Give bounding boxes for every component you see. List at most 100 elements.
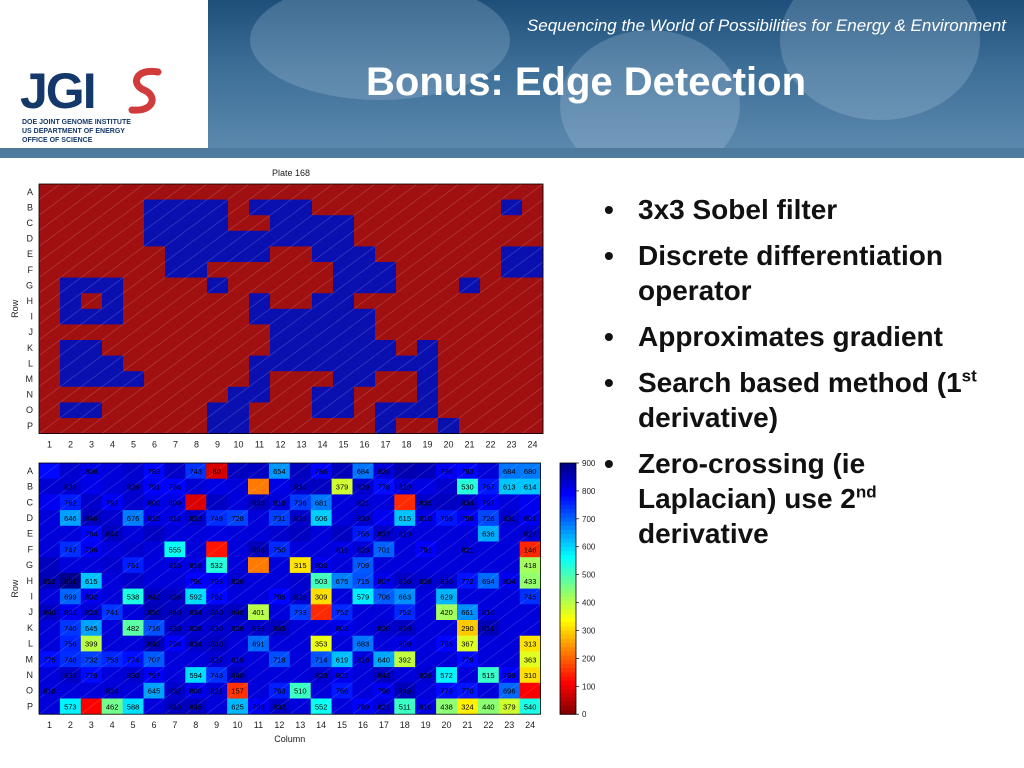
heatmap-cell (39, 355, 61, 372)
cell-diagonal (185, 588, 207, 605)
cell-diagonal (226, 588, 249, 605)
cell-diagonal (164, 572, 186, 589)
cell-diagonal (290, 292, 313, 310)
cell-diagonal (477, 635, 499, 652)
heatmap-cell (165, 371, 187, 388)
heatmap-cell (289, 682, 312, 699)
cell-diagonal (185, 666, 207, 684)
heatmap-cell (59, 541, 82, 558)
cell-diagonal (185, 308, 208, 325)
cell-diagonal (164, 635, 186, 652)
heatmap-cell (417, 293, 439, 310)
cell-value-label: 830 (210, 624, 223, 633)
bullet-dot-icon: • (604, 321, 614, 352)
cell-diagonal (456, 494, 479, 511)
cell-diagonal (164, 355, 187, 372)
cell-value-label: 842 (148, 592, 161, 601)
heatmap-cell (249, 324, 271, 341)
cell-diagonal (101, 604, 123, 621)
heatmap-cell (459, 230, 481, 247)
heatmap-cell (352, 682, 374, 699)
heatmap-cell (101, 620, 123, 637)
cell-diagonal (268, 572, 290, 589)
cell-diagonal (352, 588, 374, 605)
cell-value-label: 753 (106, 655, 119, 664)
heatmap-cell (477, 682, 500, 699)
heatmap-cell (310, 635, 332, 652)
cell-value-label: 818 (43, 687, 56, 696)
row-tick-label: C (27, 218, 34, 228)
colorbar-segment (560, 483, 576, 489)
column-tick-label: 14 (317, 440, 327, 450)
heatmap-cell (164, 588, 186, 605)
cell-diagonal (269, 199, 292, 216)
heatmap-cell (186, 355, 208, 372)
cell-diagonal (311, 292, 334, 310)
cell-diagonal (59, 541, 81, 558)
heatmap-cell (207, 386, 229, 403)
cell-diagonal (394, 525, 416, 542)
cell-diagonal (290, 402, 313, 419)
cell-diagonal (477, 651, 499, 668)
heatmap-cell (39, 557, 61, 574)
heatmap-cell (80, 620, 103, 637)
heatmap-cell (498, 604, 521, 621)
cell-diagonal (415, 651, 437, 668)
heatmap-cell (185, 541, 207, 558)
heatmap-cell (270, 340, 292, 356)
cell-value-label: 823 (85, 608, 98, 617)
colorbar-segment (560, 710, 576, 715)
cell-diagonal (247, 682, 270, 699)
cell-diagonal (80, 619, 102, 636)
cell-diagonal (248, 402, 271, 419)
bullet-text: Zero-crossing (ie Laplacian) use 2 (638, 448, 866, 514)
cell-diagonal (185, 525, 207, 542)
cell-diagonal (268, 698, 290, 715)
heatmap-cell (164, 557, 186, 574)
heatmap-cell (123, 262, 145, 278)
column-tick-label: 16 (358, 720, 368, 730)
cell-diagonal (353, 214, 376, 232)
heatmap-cell (60, 215, 82, 232)
cell-diagonal (416, 183, 439, 200)
heatmap-cell (498, 541, 521, 558)
heatmap-cell (102, 355, 124, 372)
cell-diagonal (477, 588, 499, 605)
cell-diagonal (395, 370, 418, 388)
heatmap-cell (143, 682, 165, 699)
cell-diagonal (122, 308, 145, 325)
cell-value-label: 786 (315, 467, 328, 476)
heatmap-cell (498, 557, 521, 574)
cell-value-label: 654 (273, 467, 286, 476)
cell-diagonal (185, 462, 207, 479)
heatmap-cell (227, 494, 249, 511)
cell-diagonal (38, 230, 61, 247)
cell-value-label: 573 (64, 702, 77, 711)
heatmap-cell (312, 293, 334, 310)
heatmap-cell (102, 371, 124, 388)
heatmap-cell (519, 682, 541, 699)
heatmap-cell (185, 478, 207, 495)
cell-diagonal (122, 651, 144, 668)
cell-diagonal (101, 261, 124, 278)
cell-diagonal (122, 604, 144, 621)
cell-diagonal (101, 619, 123, 636)
heatmap-cell (81, 386, 103, 403)
heatmap-cell (375, 418, 397, 434)
cell-value-label: 707 (148, 655, 161, 664)
heatmap-cell (101, 572, 123, 589)
heatmap-cell (102, 308, 124, 325)
cell-diagonal (479, 370, 502, 388)
heatmap-cell (394, 620, 416, 637)
row-tick-label: G (26, 560, 33, 570)
cell-diagonal (310, 494, 332, 511)
cell-diagonal (143, 355, 166, 372)
cell-diagonal (373, 556, 395, 574)
cell-diagonal (247, 494, 270, 511)
cell-value-label: 834 (189, 640, 202, 649)
cell-diagonal (353, 370, 376, 388)
cell-diagonal (185, 509, 207, 527)
cell-value-label: 828 (64, 483, 77, 492)
heatmap-cell (436, 557, 458, 574)
cell-diagonal (227, 183, 250, 200)
